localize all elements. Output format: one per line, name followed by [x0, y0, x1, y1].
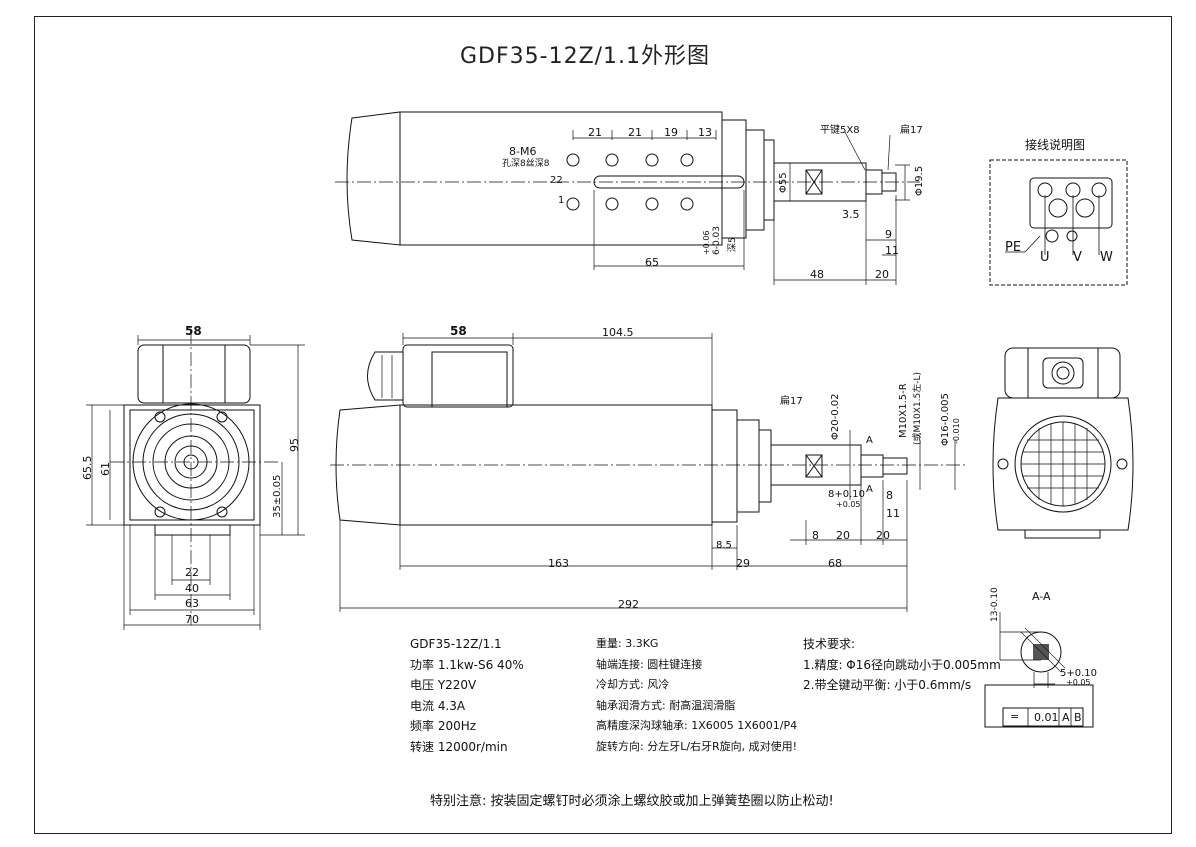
- end-view-left: [86, 330, 305, 630]
- spec-lubrication: 轴承润滑方式: 耐高温润滑脂: [596, 698, 736, 712]
- pitch-1: 21: [588, 126, 602, 139]
- side-d58: 58: [450, 324, 467, 338]
- spec-column-1: GDF35-12Z/1.1 功率 1.1kw-S6 40% 电压 Y220V 电…: [410, 634, 524, 757]
- dia-16-tol: -0.010: [952, 418, 961, 444]
- flat-label-top: 扁17: [900, 125, 923, 136]
- side-d104-5: 104.5: [602, 326, 634, 339]
- side-d8-5: 8.5: [716, 540, 732, 551]
- d8-tol2: +0.05: [836, 500, 861, 509]
- hole-callout: 8-M6: [509, 145, 537, 158]
- key-width: 6-0.03: [712, 225, 722, 255]
- d8-tol: 8+0.10: [828, 489, 866, 500]
- thread-l: (或M10X1.5左-L): [913, 372, 923, 445]
- end-d22: 22: [185, 566, 199, 579]
- tech-req-1: 1.精度: Φ16径向跳动小于0.005mm: [803, 657, 1001, 672]
- end-d58: 58: [185, 324, 202, 338]
- mounting-holes: [566, 153, 694, 211]
- key-label: 平键5X8: [820, 125, 860, 136]
- tol-ref-a: A: [1062, 711, 1070, 724]
- shaft-dia-55: Φ55: [778, 172, 789, 193]
- wiring-title: 接线说明图: [1025, 138, 1086, 152]
- spec-weight: 重量: 3.3KG: [596, 637, 659, 650]
- spec-current: 电流 4.3A: [410, 698, 466, 713]
- section-d5b: +0.05: [1066, 678, 1091, 687]
- keyway-length: 65: [645, 256, 659, 269]
- side-d11: 11: [886, 507, 900, 520]
- terminal-w: W: [1100, 250, 1113, 265]
- section-d5: 5+0.10: [1060, 668, 1098, 679]
- spec-voltage: 电压 Y220V: [410, 678, 477, 692]
- end-d61: 61: [99, 462, 112, 476]
- top-view: [335, 111, 920, 285]
- fan-grille: [1021, 422, 1105, 506]
- mark-a-top: A: [866, 435, 873, 446]
- mark-a-bottom: A: [866, 484, 873, 495]
- side-d292: 292: [618, 598, 639, 611]
- thread-r: M10X1.5-R: [898, 383, 909, 438]
- terminal-u: U: [1040, 250, 1050, 265]
- dia-19-5: Φ19.5: [914, 165, 925, 196]
- drawing-title: GDF35-12Z/1.1外形图: [460, 44, 711, 69]
- spec-column-2: 重量: 3.3KG 轴端连接: 圆柱键连接 冷却方式: 风冷 轴承润滑方式: 耐…: [596, 634, 797, 757]
- pitch-2: 21: [628, 126, 642, 139]
- d9-top: 9: [885, 228, 892, 241]
- tech-req-2: 2.带全键动平衡: 小于0.6mm/s: [803, 678, 972, 692]
- section-d13: 13-0.10: [990, 587, 1000, 622]
- side-d20a: 20: [836, 529, 850, 542]
- side-view: [330, 333, 965, 612]
- d22-top: 22: [550, 175, 563, 186]
- end-d95: 95: [288, 438, 301, 452]
- side-d8: 8: [886, 489, 893, 502]
- dia-16: Φ16-0.005: [940, 393, 951, 446]
- flat-label-side: 扁17: [780, 396, 803, 407]
- spec-speed: 转速 12000r/min: [410, 739, 508, 754]
- end-d65-5: 65.5: [81, 455, 94, 481]
- side-d163: 163: [548, 557, 569, 570]
- spec-model: GDF35-12Z/1.1: [410, 637, 502, 651]
- section-a-a: [984, 612, 1094, 728]
- tol-value: 0.01: [1034, 711, 1059, 724]
- tol-symbol: =: [1010, 710, 1020, 723]
- side-d68: 68: [828, 557, 842, 570]
- d48: 48: [810, 268, 824, 281]
- d20-top: 20: [875, 268, 889, 281]
- d11-top: 11: [885, 244, 899, 257]
- dia-20: Φ20-0.02: [830, 393, 841, 440]
- spec-bearings: 高精度深沟球轴承: 1X6005 1X6001/P4: [596, 719, 798, 732]
- spec-shaft-connection: 轴端连接: 圆柱键连接: [596, 657, 703, 671]
- spec-power: 功率 1.1kw-S6 40%: [410, 657, 524, 672]
- wiring-diagram: [989, 159, 1128, 286]
- spec-frequency: 频率 200Hz: [410, 719, 477, 733]
- end-d70: 70: [185, 613, 199, 626]
- side-d20b: 20: [876, 529, 890, 542]
- end-d35: 35±0.05: [272, 474, 283, 518]
- key-tolerance: +0.06: [702, 230, 711, 255]
- section-label: A-A: [1032, 590, 1051, 603]
- special-note: 特别注意: 按装固定螺钉时必须涂上螺纹胶或加上弹簧垫圈以防止松动!: [430, 794, 834, 809]
- spec-cooling: 冷却方式: 风冷: [596, 678, 670, 691]
- d1-top: 1: [558, 195, 565, 206]
- d3-5: 3.5: [842, 208, 860, 221]
- end-view-right: [992, 347, 1134, 539]
- end-d40: 40: [185, 582, 199, 595]
- end-d63: 63: [185, 597, 199, 610]
- pitch-3: 19: [664, 126, 678, 139]
- hole-depth: 孔深8丝深8: [502, 159, 550, 169]
- key-depth: 深5: [728, 237, 738, 252]
- drawing-frame: [34, 16, 1172, 834]
- side-d8b: 8: [812, 529, 819, 542]
- pitch-4: 13: [698, 126, 712, 139]
- terminal-v: V: [1073, 250, 1082, 265]
- side-d29: 29: [736, 557, 750, 570]
- tol-ref-b: B: [1074, 711, 1082, 724]
- tech-req-title: 技术要求:: [803, 637, 856, 651]
- spec-column-3: 技术要求: 1.精度: Φ16径向跳动小于0.005mm 2.带全键动平衡: 小…: [803, 634, 1001, 696]
- spec-rotation: 旋转方向: 分左牙L/右牙R旋向, 成对使用!: [596, 739, 798, 753]
- terminal-pe: PE: [1005, 240, 1022, 255]
